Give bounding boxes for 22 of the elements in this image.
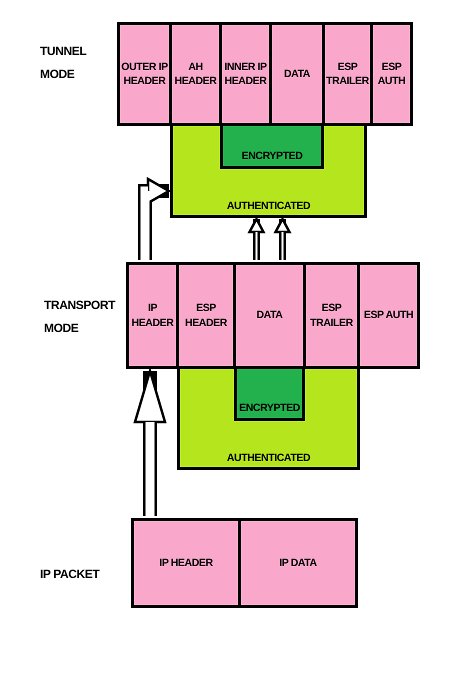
- authenticated-region: [170, 123, 367, 218]
- authenticated-region: [177, 366, 360, 470]
- region-label: AUTHENTICATED: [226, 198, 310, 214]
- header-field: IP HEADER: [126, 262, 179, 369]
- header-field: IP DATA: [238, 518, 358, 608]
- header-field: DATA: [233, 262, 306, 369]
- header-field: IP HEADER: [131, 518, 241, 608]
- header-field: ESP AUTH: [370, 22, 413, 126]
- row-label: TRANSPORT MODE: [44, 297, 116, 337]
- row-label: TUNNEL MODE: [40, 43, 88, 83]
- header-field: ESP TRAILER: [322, 22, 373, 126]
- header-field: AH HEADER: [169, 22, 222, 126]
- header-field: INNER IP HEADER: [219, 22, 272, 126]
- header-field: DATA: [269, 22, 325, 126]
- header-field: OUTER IP HEADER: [117, 22, 172, 126]
- row-label: IP PACKET: [40, 566, 101, 583]
- encrypted-region: ENCRYPTED: [234, 366, 305, 421]
- encrypted-region: ENCRYPTED: [220, 123, 324, 169]
- header-field: ESP AUTH: [357, 262, 420, 369]
- header-field: ESP TRAILER: [303, 262, 360, 369]
- region-label: AUTHENTICATED: [226, 450, 310, 466]
- header-field: ESP HEADER: [176, 262, 236, 369]
